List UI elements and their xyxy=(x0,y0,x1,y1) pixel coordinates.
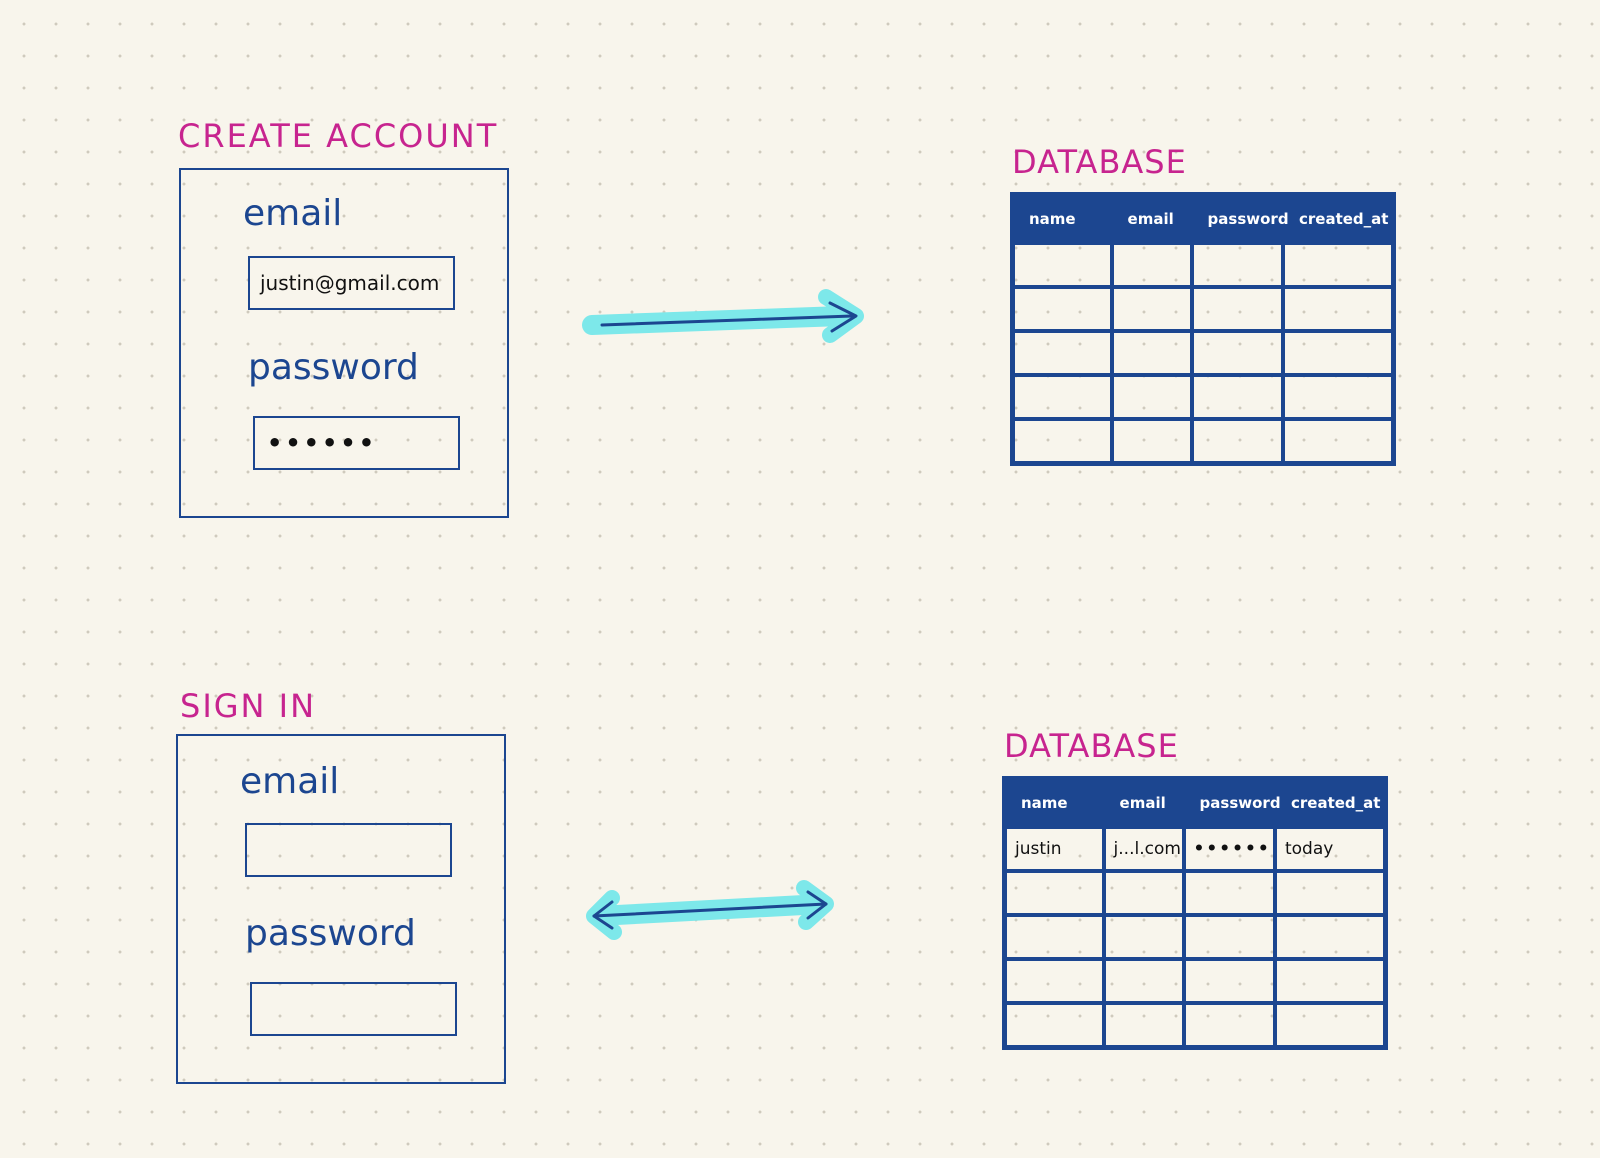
table-cell xyxy=(1109,416,1194,465)
sign-in-email-label: email xyxy=(240,761,340,802)
table-cell-email: j...l.com xyxy=(1101,824,1186,873)
table-cell-created-at: today xyxy=(1272,824,1388,873)
table-row xyxy=(1010,328,1396,377)
column-header: created_at xyxy=(1280,194,1396,243)
sign-in-password-input[interactable] xyxy=(250,982,457,1036)
right-arrow-icon xyxy=(582,289,864,343)
table-cell xyxy=(1109,284,1194,333)
table-cell xyxy=(1272,912,1388,961)
table-cell xyxy=(1181,912,1277,961)
table-cell xyxy=(1280,372,1396,421)
table-cell xyxy=(1101,868,1186,917)
table-cell xyxy=(1002,956,1106,1005)
table-cell xyxy=(1010,284,1114,333)
table-cell xyxy=(1109,372,1194,421)
table-header-row: name email password created_at xyxy=(1010,194,1396,243)
table-row xyxy=(1010,240,1396,289)
table-cell xyxy=(1280,416,1396,465)
table-cell xyxy=(1002,1000,1106,1049)
table-cell-name: justin xyxy=(1002,824,1106,873)
database-bottom-title: DATABASE xyxy=(1004,727,1179,765)
table-row xyxy=(1010,372,1396,421)
sign-in-password-label: password xyxy=(245,913,416,954)
table-row xyxy=(1002,1000,1388,1049)
column-header: password xyxy=(1181,778,1281,827)
table-cell xyxy=(1189,372,1285,421)
table-cell xyxy=(1002,912,1106,961)
table-cell xyxy=(1101,1000,1186,1049)
table-cell xyxy=(1189,240,1285,289)
table-row xyxy=(1002,868,1388,917)
table-cell xyxy=(1189,416,1285,465)
table-cell xyxy=(1109,328,1194,377)
table-cell xyxy=(1280,328,1396,377)
table-cell-password: •••••• xyxy=(1181,824,1277,873)
create-account-email-input[interactable]: justin@gmail.com xyxy=(248,256,455,310)
table-cell xyxy=(1280,240,1396,289)
create-account-form: email justin@gmail.com password •••••• xyxy=(179,168,509,518)
table-cell xyxy=(1101,912,1186,961)
database-bottom-table: name email password created_at justin j.… xyxy=(1002,776,1388,1050)
column-header: email xyxy=(1109,194,1194,243)
table-cell xyxy=(1010,372,1114,421)
column-header: name xyxy=(1002,778,1106,827)
table-cell xyxy=(1101,956,1186,1005)
create-account-title: CREATE ACCOUNT xyxy=(178,117,499,155)
table-cell xyxy=(1109,240,1194,289)
create-account-password-input[interactable]: •••••• xyxy=(253,416,460,470)
sign-in-title: SIGN IN xyxy=(180,687,317,725)
table-row: justin j...l.com •••••• today xyxy=(1002,824,1388,873)
database-top-table: name email password created_at xyxy=(1010,192,1396,466)
column-header: created_at xyxy=(1272,778,1388,827)
table-cell xyxy=(1272,956,1388,1005)
database-top-title: DATABASE xyxy=(1012,143,1187,181)
table-cell xyxy=(1010,416,1114,465)
table-cell xyxy=(1272,1000,1388,1049)
column-header: password xyxy=(1189,194,1289,243)
double-arrow-icon xyxy=(586,880,834,940)
table-cell xyxy=(1189,328,1285,377)
table-cell xyxy=(1189,284,1285,333)
sign-in-email-input[interactable] xyxy=(245,823,452,877)
table-row xyxy=(1010,284,1396,333)
create-account-password-label: password xyxy=(248,347,419,388)
column-header: email xyxy=(1101,778,1186,827)
table-row xyxy=(1010,416,1396,465)
table-row xyxy=(1002,956,1388,1005)
table-cell xyxy=(1010,328,1114,377)
table-cell xyxy=(1181,956,1277,1005)
table-row xyxy=(1002,912,1388,961)
create-account-email-label: email xyxy=(243,193,343,234)
table-cell xyxy=(1272,868,1388,917)
table-cell xyxy=(1010,240,1114,289)
table-cell xyxy=(1181,868,1277,917)
column-header: name xyxy=(1010,194,1114,243)
table-cell xyxy=(1181,1000,1277,1049)
sign-in-form: email password xyxy=(176,734,506,1084)
table-cell xyxy=(1280,284,1396,333)
table-cell xyxy=(1002,868,1106,917)
table-header-row: name email password created_at xyxy=(1002,778,1388,827)
